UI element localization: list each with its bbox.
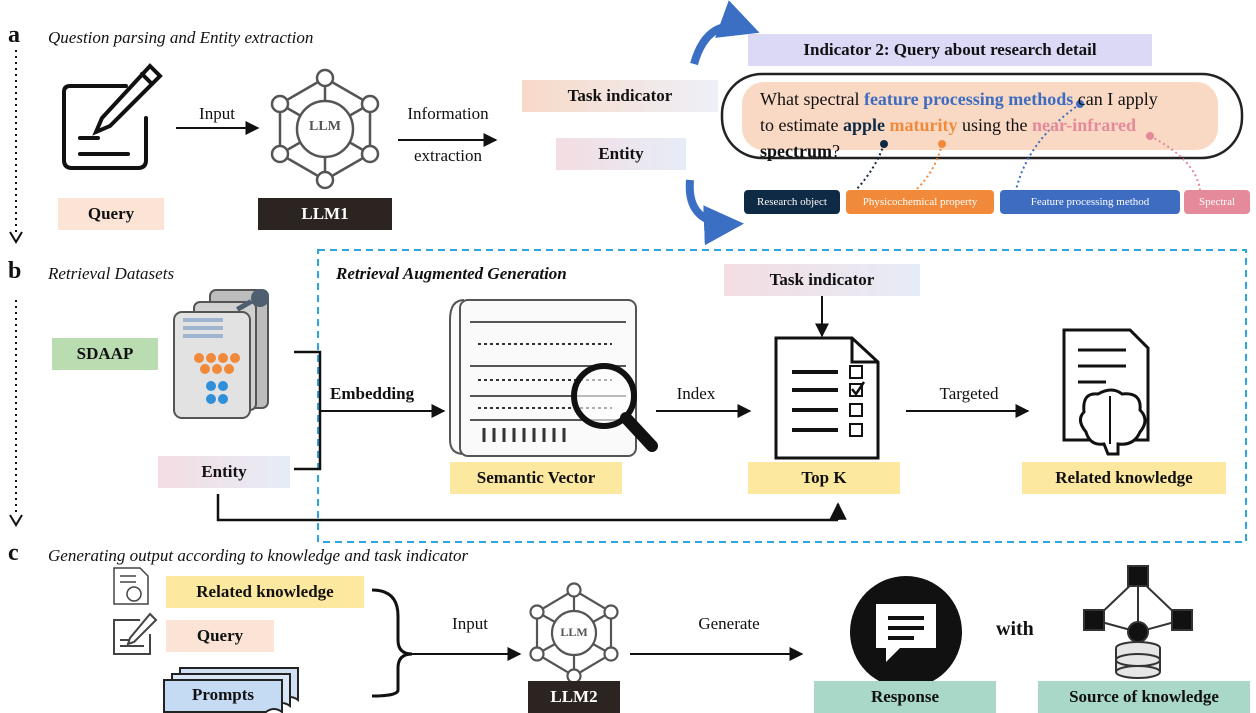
targeted-label: Targeted	[939, 384, 999, 403]
input-arrow-label: Input	[199, 104, 235, 123]
q-part: using the	[957, 115, 1032, 135]
panel-a-title: Question parsing and Entity extraction	[48, 28, 314, 47]
curved-arrow-bottom-icon	[685, 179, 744, 246]
with-label: with	[996, 618, 1034, 640]
checklist-document-icon	[774, 336, 880, 460]
entity-label-a: Entity	[556, 138, 686, 170]
knowledge-source-icon	[1083, 565, 1193, 679]
tag-spectral-method: Spectral method	[1184, 190, 1250, 232]
rag-dashed-box	[317, 249, 1247, 543]
info-extraction-line1: Information	[407, 104, 489, 123]
llm-network-icon-a	[270, 68, 380, 190]
input-label-c: Input	[452, 614, 488, 633]
panel-c-letter: c	[8, 540, 19, 566]
task-indicator-label-b: Task indicator	[724, 264, 920, 296]
brain-document-icon	[1062, 328, 1150, 456]
q-spectral-method: near-infrared	[1031, 115, 1136, 135]
response-label: Response	[814, 681, 996, 713]
query-label-c: Query	[166, 620, 274, 652]
q-part: can I apply	[1073, 89, 1158, 109]
small-brain-doc-icon	[113, 567, 149, 605]
llm-icon-text: LLM	[309, 119, 341, 134]
embedding-label: Embedding	[330, 384, 415, 403]
index-label: Index	[676, 384, 716, 403]
tag-feature-processing-method: Feature processing method	[1000, 190, 1180, 214]
llm-icon-text-c: LLM	[560, 625, 588, 639]
indicator-title: Indicator 2: Query about research detail	[748, 34, 1152, 66]
prompts-stack-icon	[163, 667, 299, 713]
question-text: What spectral feature processing methods…	[760, 86, 1220, 164]
tag-research-object: Research object	[744, 190, 840, 214]
semantic-vector-label: Semantic Vector	[450, 462, 622, 494]
llm-network-icon-c	[529, 582, 619, 684]
related-knowledge-label-c: Related knowledge	[166, 576, 364, 608]
panel-b-title: Retrieval Datasets	[48, 264, 175, 283]
q-property: maturity	[889, 115, 958, 135]
dataset-file-icon	[173, 289, 269, 419]
chat-bubble-icon	[850, 576, 962, 688]
source-of-knowledge-label: Source of knowledge	[1038, 681, 1250, 713]
tag-physicochemical-property: Physicochemical property	[846, 190, 994, 214]
q-research-object: apple	[842, 115, 885, 135]
info-extraction-line2: extraction	[414, 146, 482, 165]
magnifier-icon	[571, 363, 658, 452]
task-indicator-label: Task indicator	[522, 80, 718, 112]
generate-label: Generate	[698, 614, 760, 633]
panel-b-letter: b	[8, 258, 22, 284]
q-part: spectrum	[760, 141, 832, 161]
q-part: ?	[831, 141, 840, 161]
topk-label: Top K	[748, 462, 900, 494]
query-label: Query	[58, 198, 164, 230]
document-pen-icon	[62, 63, 163, 170]
llm1-label: LLM1	[258, 198, 392, 230]
related-knowledge-label-b: Related knowledge	[1022, 462, 1226, 494]
q-part: What spectral	[760, 89, 864, 109]
curly-brace	[371, 588, 413, 698]
panel-c-title: Generating output according to knowledge…	[48, 546, 469, 565]
q-feature-method: feature processing methods	[863, 89, 1074, 109]
panel-a-letter: a	[8, 22, 20, 48]
small-pen-doc-icon	[113, 612, 158, 655]
entity-label-b: Entity	[158, 456, 290, 488]
sdaap-label: SDAAP	[52, 338, 158, 370]
q-part: to estimate	[760, 115, 843, 135]
llm2-label: LLM2	[528, 681, 620, 713]
rag-title: Retrieval Augmented Generation	[336, 264, 567, 283]
curved-arrow-top-icon	[690, 0, 760, 66]
prompts-label: Prompts	[191, 685, 254, 704]
